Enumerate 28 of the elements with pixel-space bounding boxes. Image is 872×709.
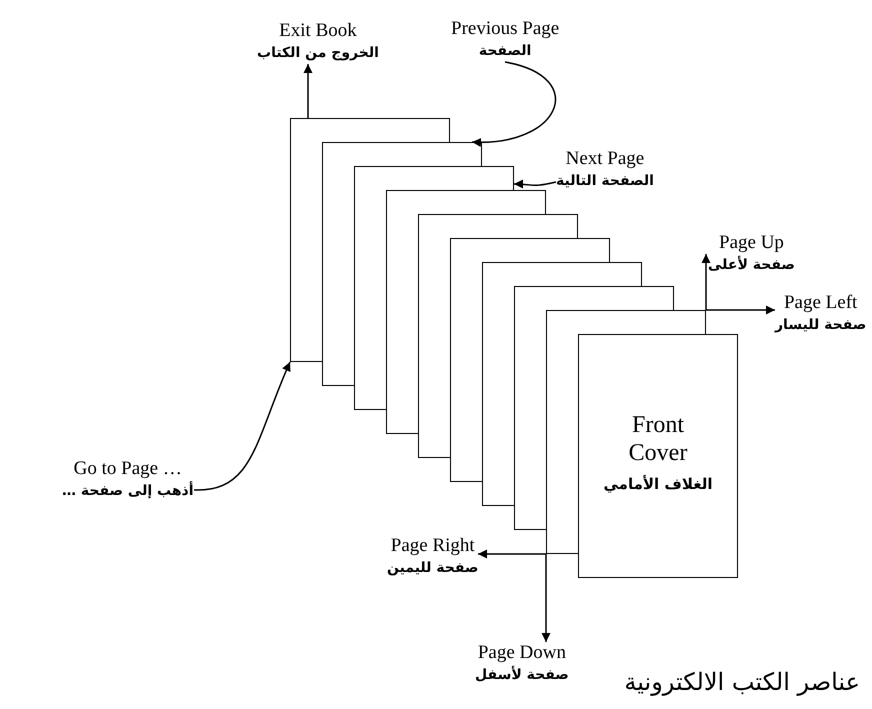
label-text: Front Cover: [628, 411, 688, 467]
label-text: Exit Book: [279, 20, 357, 42]
label-text: الصفحة: [478, 42, 532, 61]
label-text: أذهب إلى صفحة …: [62, 480, 194, 501]
label-text: Page Down: [478, 642, 566, 664]
label-text: الصفحة التالية: [556, 172, 654, 191]
arrow: [194, 362, 291, 491]
title: عناصر الكتب الالكترونية: [624, 668, 860, 696]
label-text: صفحة لليمين: [387, 559, 478, 578]
label-text: Go to Page …: [74, 458, 182, 480]
arrow: [706, 306, 775, 314]
label-text: Page Up: [719, 232, 784, 254]
label-text: Page Left: [784, 292, 858, 314]
arrow: [542, 554, 550, 642]
label-text: الخروج من الكتاب: [257, 44, 379, 63]
cover-page: [578, 334, 738, 578]
arrow: [472, 61, 556, 146]
label-text: Previous Page: [451, 18, 560, 40]
arrow: [478, 550, 546, 558]
arrow: [304, 64, 312, 118]
label-text: صفحة لأسفل: [475, 664, 569, 685]
label-text: Next Page: [566, 148, 644, 170]
arrow: [514, 180, 556, 189]
arrow: [702, 254, 710, 310]
label-text: Page Right: [390, 535, 475, 557]
label-text: صفحة لليسار: [775, 316, 866, 335]
label-text: صفحة لأعلى: [708, 254, 795, 275]
label-text: الغلاف الأمامي: [604, 474, 712, 495]
